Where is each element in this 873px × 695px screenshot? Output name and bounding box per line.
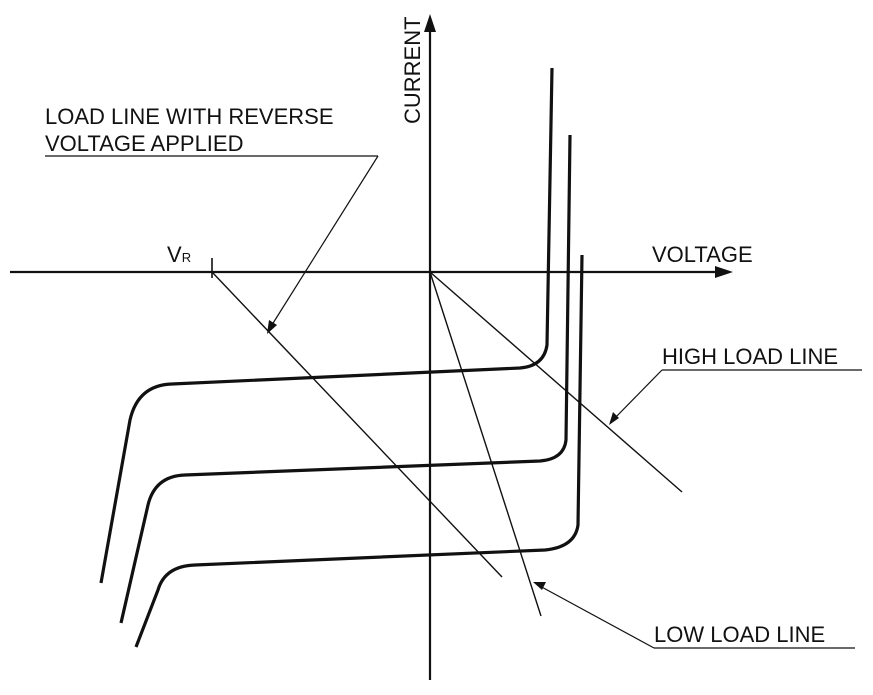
x-axis-arrow	[715, 266, 733, 278]
low-load-line	[429, 271, 542, 617]
reverse-voltage-load-line	[211, 271, 503, 578]
low-load-line-leader	[537, 584, 655, 649]
low-load-line-label: LOW LOAD LINE	[654, 622, 825, 647]
high-load-line-leader	[612, 369, 663, 421]
vr-label: VR	[167, 242, 191, 267]
reverse-load-line-label-line2: VOLTAGE APPLIED	[45, 131, 243, 156]
x-axis-label: VOLTAGE	[652, 242, 753, 267]
high-load-line-arrowhead	[609, 412, 619, 425]
iv-curve-bottom	[134, 254, 584, 648]
y-axis-label: CURRENT	[400, 16, 425, 124]
high-load-line	[429, 271, 683, 493]
iv-curve-middle	[119, 134, 572, 624]
y-axis-arrow	[424, 14, 436, 32]
reverse-load-line-label-line1: LOAD LINE WITH REVERSE	[45, 104, 334, 129]
reverse-load-line-leader	[269, 155, 379, 329]
reverse-load-line-arrowhead	[267, 320, 277, 334]
low-load-line-arrowhead	[533, 582, 546, 590]
high-load-line-label: HIGH LOAD LINE	[662, 344, 838, 369]
iv-curve-top	[99, 67, 554, 584]
